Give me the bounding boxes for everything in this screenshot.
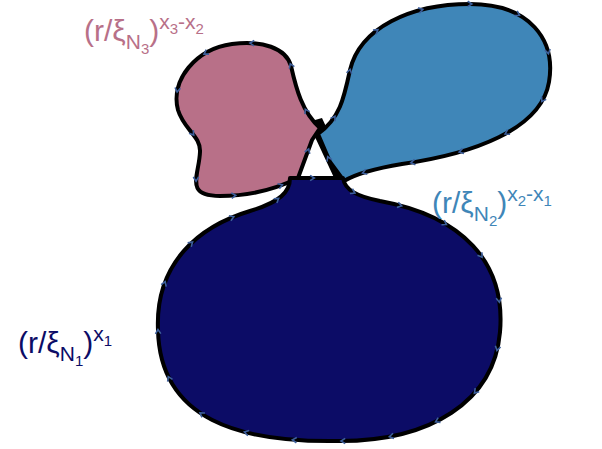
border-arrow bbox=[347, 69, 352, 74]
border-arrow bbox=[305, 109, 310, 114]
formula-part: - bbox=[178, 10, 185, 33]
border-arrow bbox=[188, 242, 193, 247]
border-arrow bbox=[274, 198, 279, 203]
border-arrow bbox=[189, 130, 194, 135]
formula-part: x bbox=[533, 182, 544, 205]
border-arrow bbox=[200, 413, 205, 418]
border-arrow bbox=[474, 388, 479, 393]
border-arrow bbox=[305, 149, 310, 154]
border-arrow bbox=[441, 220, 446, 225]
border-arrow bbox=[397, 202, 402, 207]
border-arrow bbox=[327, 157, 332, 162]
border-arrow bbox=[545, 49, 550, 54]
formula-part: - bbox=[526, 182, 533, 205]
border-arrow bbox=[229, 216, 234, 221]
border-arrow bbox=[250, 40, 254, 45]
border-arrow bbox=[411, 159, 416, 164]
blob-shape bbox=[312, 0, 560, 186]
formula-part: 1 bbox=[544, 192, 552, 209]
border-arrow bbox=[330, 116, 335, 121]
border-arrow bbox=[244, 431, 249, 436]
formula-part: x bbox=[185, 10, 196, 33]
border-arrow bbox=[459, 148, 464, 153]
border-arrow bbox=[310, 175, 314, 180]
border-arrow bbox=[477, 252, 482, 257]
border-arrow bbox=[505, 130, 510, 135]
formula-part: x bbox=[93, 322, 104, 345]
formula-part: 3 bbox=[141, 40, 149, 57]
formula-part: ) bbox=[83, 326, 93, 359]
border-arrow bbox=[168, 377, 173, 382]
border-arrow bbox=[468, 1, 472, 6]
scaling-formula: (r/ξN3)x3-x2 bbox=[84, 2, 204, 69]
border-arrow bbox=[418, 8, 423, 13]
blob-outline bbox=[318, 4, 550, 181]
formula-part: N bbox=[60, 342, 75, 365]
formula-part: 2 bbox=[518, 192, 526, 209]
border-arrow bbox=[495, 346, 500, 351]
border-arrow bbox=[204, 50, 209, 55]
scaling-formula: (r/ξN1)x1 bbox=[18, 314, 112, 381]
formula-part: (r/ξ bbox=[432, 186, 474, 219]
formula-part: 2 bbox=[196, 20, 204, 37]
formula-part: 1 bbox=[75, 352, 83, 369]
formula-part: ) bbox=[497, 186, 507, 219]
scaling-formula: (r/ξN2)x2-x1 bbox=[432, 174, 552, 241]
border-arrow bbox=[389, 433, 394, 438]
border-arrow bbox=[373, 30, 378, 35]
blob-region: (r/ξN2)x2-x1 bbox=[312, 0, 560, 186]
border-arrow bbox=[292, 437, 296, 442]
formula-part: N bbox=[126, 30, 141, 53]
formula-part: 3 bbox=[170, 20, 178, 37]
border-arrow bbox=[515, 11, 520, 16]
blob-outline bbox=[158, 178, 501, 441]
formula-part: (r/ξ bbox=[84, 14, 126, 47]
border-arrow bbox=[496, 298, 501, 303]
border-arrow bbox=[350, 189, 355, 194]
border-arrow bbox=[277, 184, 282, 189]
formula-part: ) bbox=[149, 14, 159, 47]
border-arrow bbox=[155, 329, 160, 333]
formula-part: N bbox=[474, 202, 489, 225]
border-arrow bbox=[341, 438, 345, 443]
formula-part: (r/ξ bbox=[18, 326, 60, 359]
border-arrow bbox=[161, 282, 166, 287]
border-arrow bbox=[231, 193, 235, 198]
formula-part: x bbox=[507, 182, 518, 205]
border-arrow bbox=[542, 97, 547, 102]
formula-part: 2 bbox=[489, 212, 497, 229]
border-arrow bbox=[289, 64, 294, 69]
blob-outline bbox=[177, 43, 320, 196]
border-arrow bbox=[193, 177, 198, 181]
formula-part: 1 bbox=[104, 332, 112, 349]
border-arrow bbox=[175, 87, 180, 92]
border-arrow bbox=[363, 169, 368, 174]
formula-part: x bbox=[159, 10, 170, 33]
border-arrow bbox=[436, 418, 441, 423]
